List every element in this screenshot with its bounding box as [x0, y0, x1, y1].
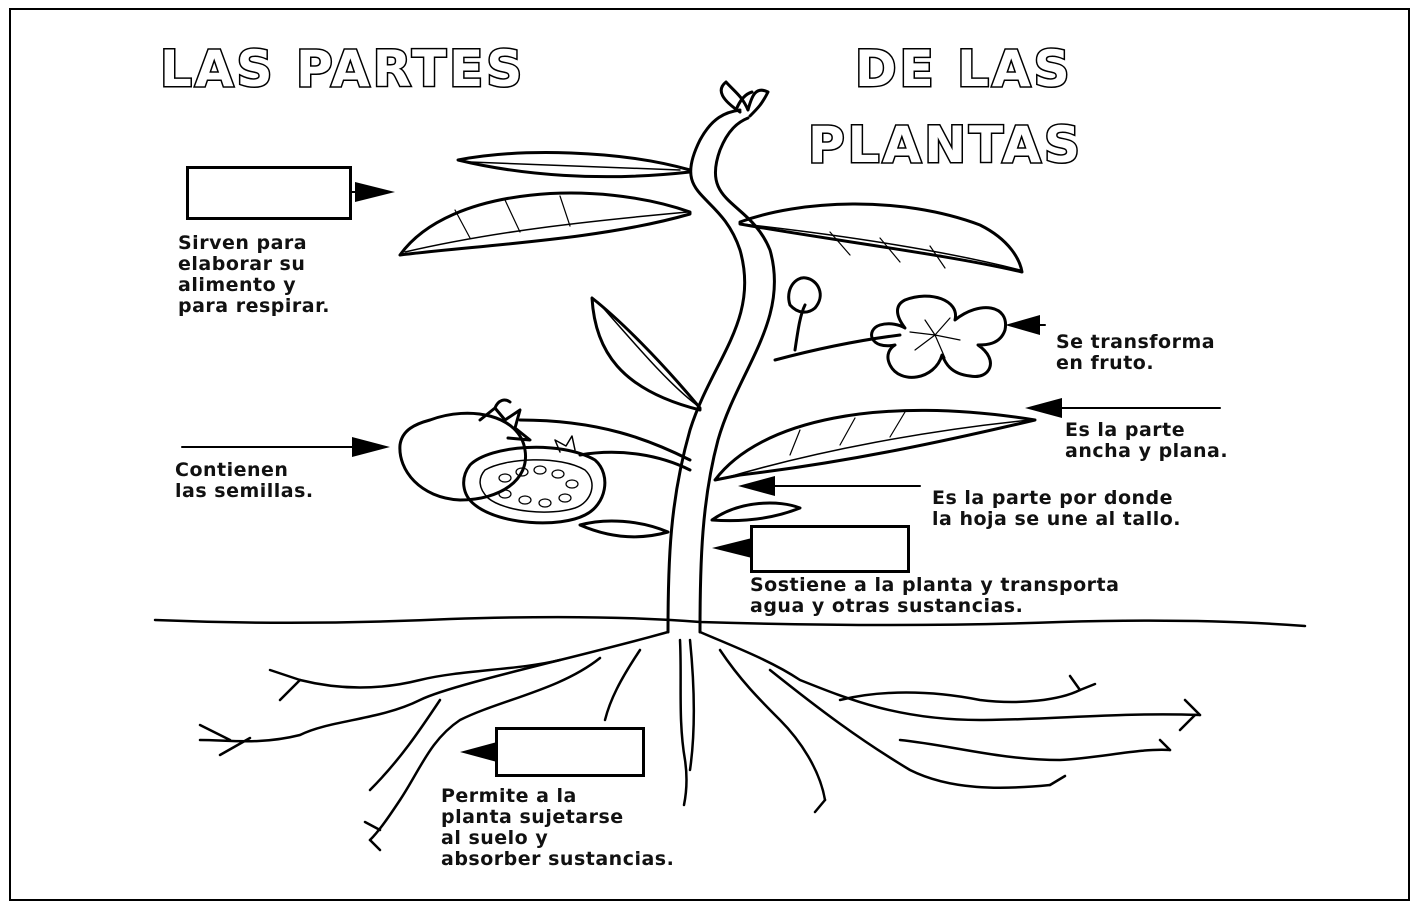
stem-right-edge	[698, 116, 776, 634]
flower-bud	[787, 276, 822, 314]
label-roots: Permite a la planta sujetarse al suelo y…	[441, 785, 675, 870]
label-fruit: Contienen las semillas.	[175, 459, 314, 502]
title-de-las: DE LAS	[854, 40, 1073, 98]
label-blade: Es la parte ancha y plana.	[1065, 419, 1229, 462]
leaf-left-large	[398, 191, 692, 257]
flower-stalk	[773, 333, 902, 362]
leaf-small-left	[578, 519, 670, 539]
label-stem: Sostiene a la planta y transporta agua y…	[750, 574, 1120, 617]
answer-box-roots[interactable]	[495, 727, 645, 777]
label-petiole: Es la parte por donde la hoja se une al …	[932, 487, 1181, 530]
flower	[870, 294, 1007, 379]
fruit-cut	[462, 445, 607, 525]
stem-left-edge	[666, 108, 747, 634]
pointer-arrows	[181, 191, 1221, 753]
label-flower: Se transforma en fruto.	[1056, 331, 1216, 374]
fruit-stalk	[518, 418, 692, 472]
answer-box-leaves[interactable]	[186, 166, 352, 220]
flower-bud-stalk	[793, 303, 807, 352]
fruit-calyx	[478, 398, 532, 442]
label-leaves: Sirven para elaborar su alimento y para …	[178, 232, 330, 317]
leaf-right-large	[738, 202, 1024, 274]
leaf-middle-left	[590, 296, 702, 412]
roots	[198, 630, 1202, 852]
ground-line	[153, 615, 1307, 628]
leaf-small-right	[710, 501, 802, 523]
leaf-blade-right	[713, 408, 1037, 482]
top-bud	[719, 80, 770, 118]
worksheet-border	[9, 8, 1410, 901]
title-las-partes: LAS PARTES	[158, 40, 526, 98]
leaf-upper-left-small	[456, 151, 692, 179]
title-plantas: PLANTAS	[807, 116, 1083, 174]
answer-box-stem[interactable]	[750, 525, 910, 573]
